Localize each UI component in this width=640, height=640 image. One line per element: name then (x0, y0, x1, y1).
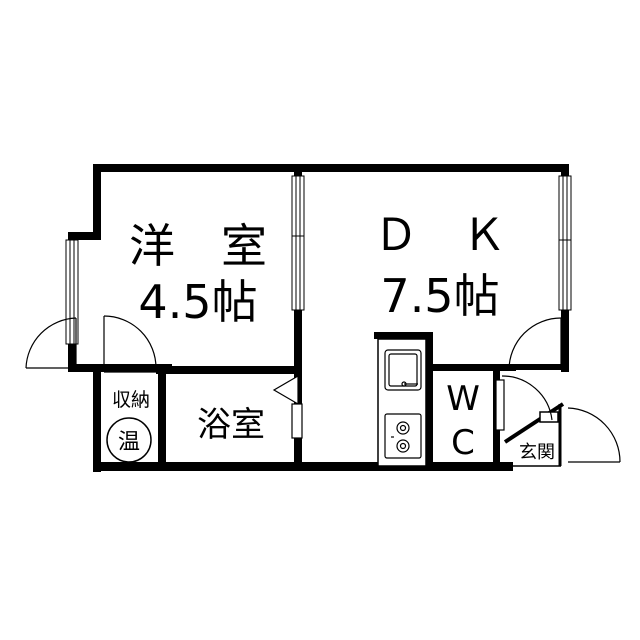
western-room-size: 4.5帖 (138, 275, 257, 329)
door-balcony-left (25, 317, 77, 369)
storage-label: 収納 (112, 389, 150, 411)
entrance-label: 玄関 (519, 442, 555, 463)
door-bathroom (272, 374, 303, 439)
dk-label: Ｄ Ｋ (374, 210, 506, 261)
door-dk-right (508, 317, 562, 371)
door-toilet (495, 375, 553, 431)
sink-icon (384, 349, 422, 391)
water-heater-label: 温 (118, 430, 140, 455)
stove-icon (384, 413, 422, 459)
toilet-label-w: W (446, 379, 480, 419)
window-dk-right (558, 175, 572, 311)
door-entrance (567, 407, 621, 463)
western-room-label: 洋 室 (129, 219, 267, 273)
door-western-room (103, 315, 157, 369)
toilet-label-c: C (451, 423, 475, 463)
dk-size: 7.5帖 (380, 269, 499, 323)
entrance-walls (503, 402, 565, 467)
window-western-room-divider (291, 175, 305, 311)
water-heater-icon (106, 417, 152, 463)
bathroom-label: 浴室 (197, 405, 265, 445)
